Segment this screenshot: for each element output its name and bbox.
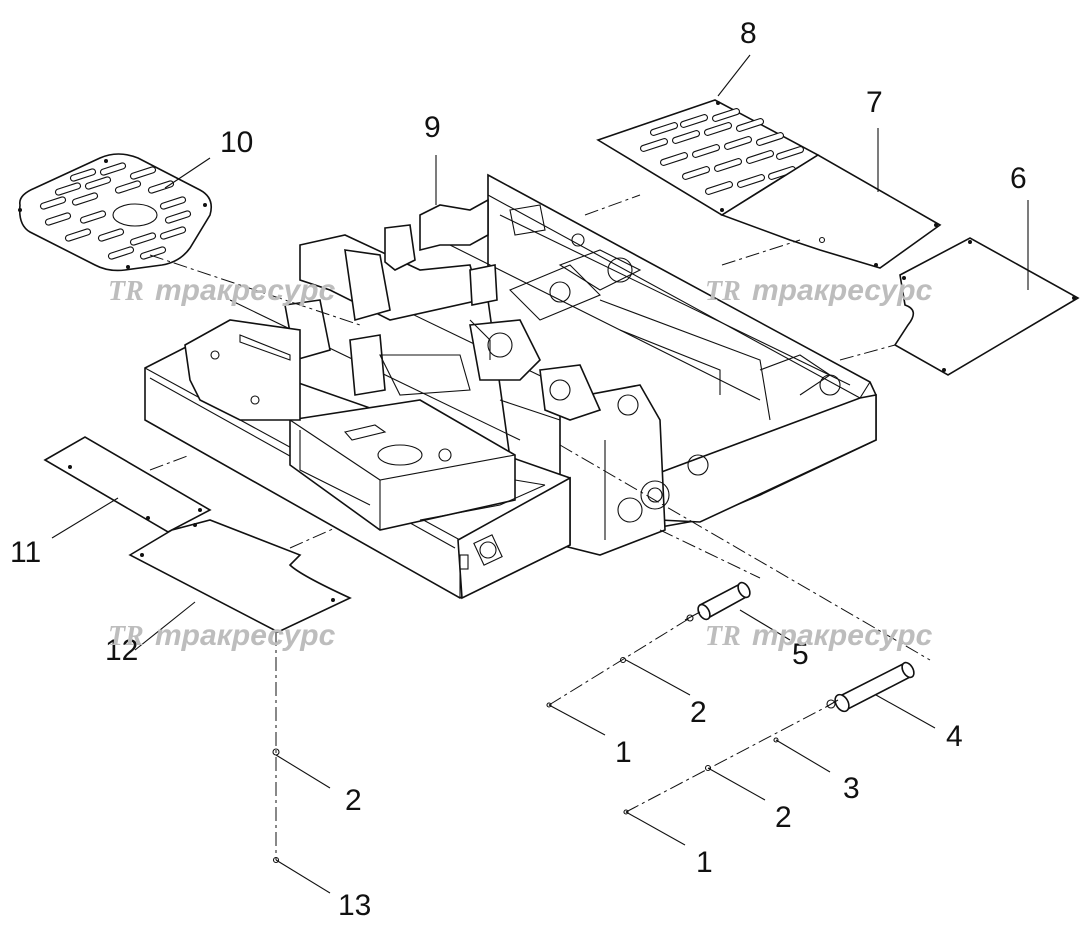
callout-13: 13 — [338, 889, 371, 922]
main-frame-part-9 — [144, 173, 877, 600]
svg-text:тракресурс: тракресурс — [155, 274, 336, 307]
watermark-bottom-right: TR тракресурс — [705, 619, 933, 652]
svg-text:TR: TR — [705, 621, 741, 652]
callout-9: 9 — [424, 111, 441, 144]
callout-11: 11 — [10, 536, 41, 569]
callout-2c: 2 — [345, 784, 362, 817]
cover-plate-part-7 — [720, 154, 942, 269]
svg-text:TR: TR — [108, 621, 144, 652]
pin-part-4 — [825, 661, 915, 713]
watermark-bottom-left: TR тракресурс — [108, 619, 336, 652]
cover-plate-part-12 — [128, 519, 352, 633]
callout-10: 10 — [220, 126, 253, 159]
watermark-top-right: TR тракресурс — [705, 274, 933, 307]
pin-part-5 — [684, 581, 751, 622]
callout-5: 5 — [792, 638, 809, 671]
grille-plate-part-8 — [596, 99, 820, 216]
callout-numbers: 8 7 6 9 10 11 12 5 2 1 4 3 2 1 2 13 — [10, 17, 1027, 922]
svg-text:тракресурс: тракресурс — [752, 274, 933, 307]
callout-8: 8 — [740, 17, 757, 50]
callout-4: 4 — [946, 720, 963, 753]
callout-7: 7 — [866, 86, 883, 119]
callout-2a: 2 — [690, 696, 707, 729]
cover-plate-part-11 — [43, 436, 212, 533]
callout-1a: 1 — [615, 736, 632, 769]
leader-lines — [51, 54, 1029, 894]
cover-plate-part-6 — [893, 237, 1080, 376]
watermark-top-left: TR тракресурс — [108, 274, 336, 307]
fastener-washers — [272, 656, 779, 864]
assembly-center-lines — [149, 194, 931, 860]
svg-text:тракресурс: тракресурс — [752, 619, 933, 652]
callout-2b: 2 — [775, 801, 792, 834]
grille-slots-8 — [639, 108, 805, 195]
svg-text:TR: TR — [108, 276, 144, 307]
callout-3: 3 — [843, 772, 860, 805]
callout-1b: 1 — [696, 846, 713, 879]
callout-6: 6 — [1010, 162, 1027, 195]
callout-12: 12 — [105, 634, 138, 667]
grille-slots-10 — [39, 162, 192, 260]
svg-text:тракресурс: тракресурс — [155, 619, 336, 652]
grille-plate-part-10 — [18, 153, 213, 272]
svg-text:TR: TR — [705, 276, 741, 307]
